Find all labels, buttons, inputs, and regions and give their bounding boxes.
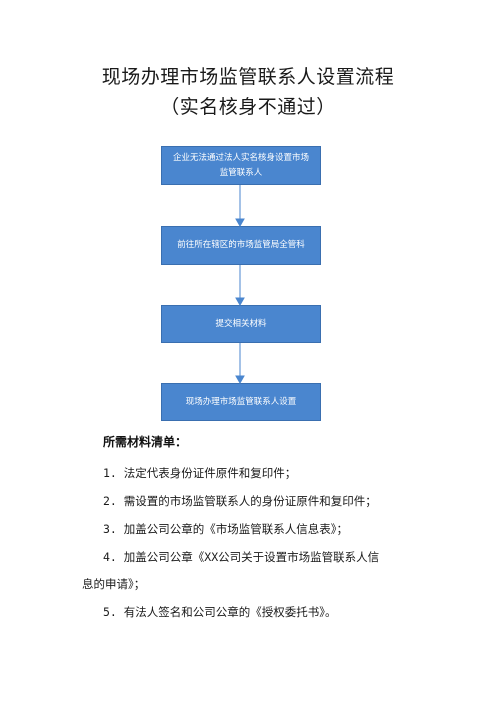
flow-arrowhead-1 [235, 218, 245, 228]
material-item-4-continued: 息的申请》； [82, 577, 146, 591]
material-item-number: 2. [103, 494, 117, 508]
material-item-number: 1. [103, 466, 117, 480]
material-item-text: 加盖公司公章《XX公司关于设置市场监管联系人信 [123, 550, 380, 564]
material-item-text: 法定代表身份证件原件和复印件； [123, 466, 297, 480]
flow-step-1: 企业无法通过法人实名核身设置市场监管联系人 [161, 146, 321, 185]
flow-step-2: 前往所在辖区的市场监管局全管科 [161, 226, 321, 265]
material-item-text: 加盖公司公章的《市场监管联系人信息表》； [123, 522, 349, 536]
materials-heading: 所需材料清单： [103, 435, 188, 449]
flow-arrowhead-2 [235, 297, 245, 307]
material-item-3: 3. 加盖公司公章的《市场监管联系人信息表》； [103, 521, 348, 537]
document-subtitle: （实名核身不通过） [160, 96, 336, 118]
flow-step-3: 提交相关材料 [161, 305, 321, 343]
flow-arrowhead-3 [235, 375, 245, 385]
material-item-2: 2. 需设置的市场监管联系人的身份证原件和复印件； [103, 493, 377, 509]
material-item-number: 3. [103, 522, 117, 536]
material-item-number: 4. [103, 550, 117, 564]
material-item-text: 需设置的市场监管联系人的身份证原件和复印件； [123, 494, 377, 508]
material-item-text: 有法人签名和公司公章的《授权委托书》。 [123, 605, 337, 619]
flow-step-4: 现场办理市场监管联系人设置 [161, 383, 321, 421]
document-title: 现场办理市场监管联系人设置流程 [101, 66, 395, 88]
material-item-1: 1. 法定代表身份证件原件和复印件； [103, 465, 296, 481]
material-item-4: 4. 加盖公司公章《XX公司关于设置市场监管联系人信 [103, 549, 379, 565]
material-item-number: 5. [103, 605, 117, 619]
material-item-5: 5. 有法人签名和公司公章的《授权委托书》。 [103, 604, 337, 620]
